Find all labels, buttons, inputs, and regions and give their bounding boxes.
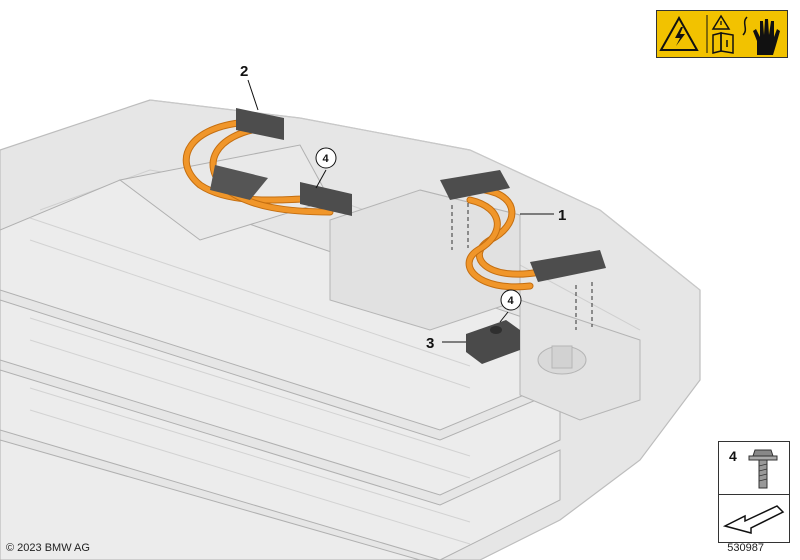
high-voltage-warning-icon	[659, 15, 699, 51]
callout-4-circle-top: 4	[315, 147, 337, 169]
callout-1: 1	[558, 207, 566, 224]
cable-2	[182, 108, 352, 216]
callout-2: 2	[240, 63, 248, 80]
parts-legend-box: 4	[718, 441, 790, 543]
diagram-id-label: 530987	[727, 542, 764, 554]
parts-legend-number: 4	[729, 448, 737, 464]
callout-3: 3	[426, 335, 434, 352]
read-manual-icon	[711, 14, 734, 54]
location-arrow-icon	[722, 505, 785, 534]
callout-4-circle-bottom: 4	[500, 289, 522, 311]
copyright-label: © 2023 BMW AG	[6, 542, 90, 554]
parts-legend-divider	[719, 494, 789, 495]
high-voltage-warning-box	[656, 10, 788, 58]
callout-4-top: 4	[323, 153, 330, 165]
insulated-gloves-icon	[742, 16, 780, 55]
module-ribs	[29, 217, 471, 545]
bracket-3	[466, 320, 520, 364]
leader-lines	[247, 79, 554, 343]
bolt-icon	[748, 449, 778, 489]
cable-1	[440, 170, 606, 330]
callout-4-bottom: 4	[508, 295, 515, 307]
junction-housing	[329, 189, 641, 421]
